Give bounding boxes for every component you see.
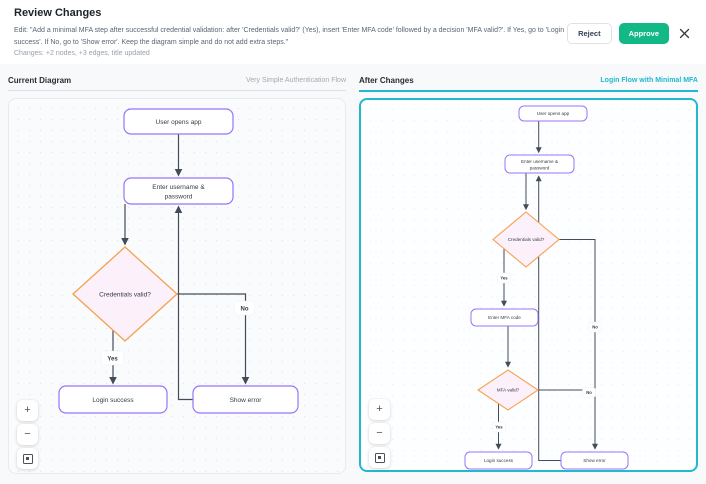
review-changes-header: Review Changes Edit: "Add a minimal MFA … [0,0,706,64]
plus-icon: + [24,404,31,416]
changes-summary: Changes: +2 nodes, +3 edges, title updat… [14,50,150,57]
svg-text:password: password [530,166,550,171]
fit-view-icon [374,452,385,463]
current-diagram-panel-header: Current Diagram Very Simple Authenticati… [8,70,346,91]
minus-icon: − [376,427,383,439]
node-enter-credentials[interactable]: Enter username & password [504,154,575,174]
zoom-out-button[interactable]: − [369,423,390,444]
edge-error-retry-to-credentials [535,175,561,461]
svg-text:User opens app: User opens app [156,119,202,126]
page-title: Review Changes [14,7,102,19]
edge-label-yes-mfa: Yes [492,421,506,433]
svg-text:Enter MFA code: Enter MFA code [488,315,521,320]
node-login-success[interactable]: Login success [58,385,168,414]
plus-icon: + [376,403,383,415]
fit-view-icon [22,453,33,464]
current-diagram-canvas[interactable]: User opens app Enter username & password… [8,98,346,474]
node-credentials-valid[interactable]: Credentials valid? [72,246,178,342]
edge-label-no-credentials: No [588,321,602,333]
fit-view-button[interactable] [17,448,38,469]
minus-icon: − [24,428,31,440]
edge-label-yes: Yes [100,350,125,366]
header-actions: Reject Approve [567,23,692,44]
after-diagram-canvas[interactable]: User opens app Enter username & password… [359,98,698,472]
node-mfa-valid[interactable]: MFA valid? [477,369,539,411]
svg-text:No: No [592,325,598,330]
edge-credentials-no-to-error [559,239,598,450]
zoom-out-button[interactable]: − [17,424,38,445]
svg-text:Show error: Show error [583,458,606,463]
edge-label-no: No [234,300,255,316]
svg-text:Enter username &: Enter username & [152,184,205,191]
current-diagram-title: Very Simple Authentication Flow [246,76,346,84]
node-user-opens-app[interactable]: User opens app [123,108,234,135]
current-canvas-controls: + − [17,400,38,469]
svg-text:Show error: Show error [230,397,263,404]
svg-text:User opens app: User opens app [537,111,570,116]
svg-text:MFA valid?: MFA valid? [497,388,520,393]
node-credentials-valid[interactable]: Credentials valid? [492,211,560,268]
current-flowchart: User opens app Enter username & password… [58,108,299,414]
edge-decision-no-to-error [177,293,250,385]
fit-view-button[interactable] [369,447,390,468]
edit-description: Edit: "Add a minimal MFA step after succ… [14,27,565,46]
reject-button[interactable]: Reject [567,23,612,44]
node-user-opens-app[interactable]: User opens app [518,105,588,122]
approve-button[interactable]: Approve [618,23,669,44]
zoom-in-button[interactable]: + [369,399,390,420]
after-changes-heading: After Changes [359,75,414,85]
svg-text:Yes: Yes [495,425,503,430]
zoom-in-button[interactable]: + [17,400,38,421]
node-enter-credentials[interactable]: Enter username & password [123,177,234,205]
svg-text:Enter username &: Enter username & [521,159,558,164]
svg-text:Login success: Login success [92,397,134,404]
after-canvas-controls: + − [369,399,390,468]
node-enter-mfa-code[interactable]: Enter MFA code [470,308,539,327]
edge-label-yes-credentials: Yes [497,272,511,284]
close-button[interactable] [676,26,692,42]
svg-text:No: No [586,390,592,395]
svg-text:Yes: Yes [500,276,508,281]
svg-text:Credentials valid?: Credentials valid? [99,292,151,299]
node-show-error[interactable]: Show error [192,385,299,414]
edge-error-retry-to-credentials [174,205,193,401]
node-show-error[interactable]: Show error [560,451,629,470]
close-icon [679,28,689,39]
after-diagram-title: Login Flow with Minimal MFA [600,76,698,84]
svg-text:No: No [241,306,249,312]
node-login-success[interactable]: Login success [464,451,533,470]
after-changes-panel-header: After Changes Login Flow with Minimal MF… [359,70,698,92]
svg-text:password: password [165,194,193,201]
svg-text:Credentials valid?: Credentials valid? [508,237,545,242]
edge-label-no-mfa: No [582,387,596,398]
current-diagram-heading: Current Diagram [8,75,72,85]
svg-text:Login success: Login success [484,458,514,463]
after-flowchart: User opens app Enter username & password… [464,105,629,470]
svg-text:Yes: Yes [107,356,118,362]
